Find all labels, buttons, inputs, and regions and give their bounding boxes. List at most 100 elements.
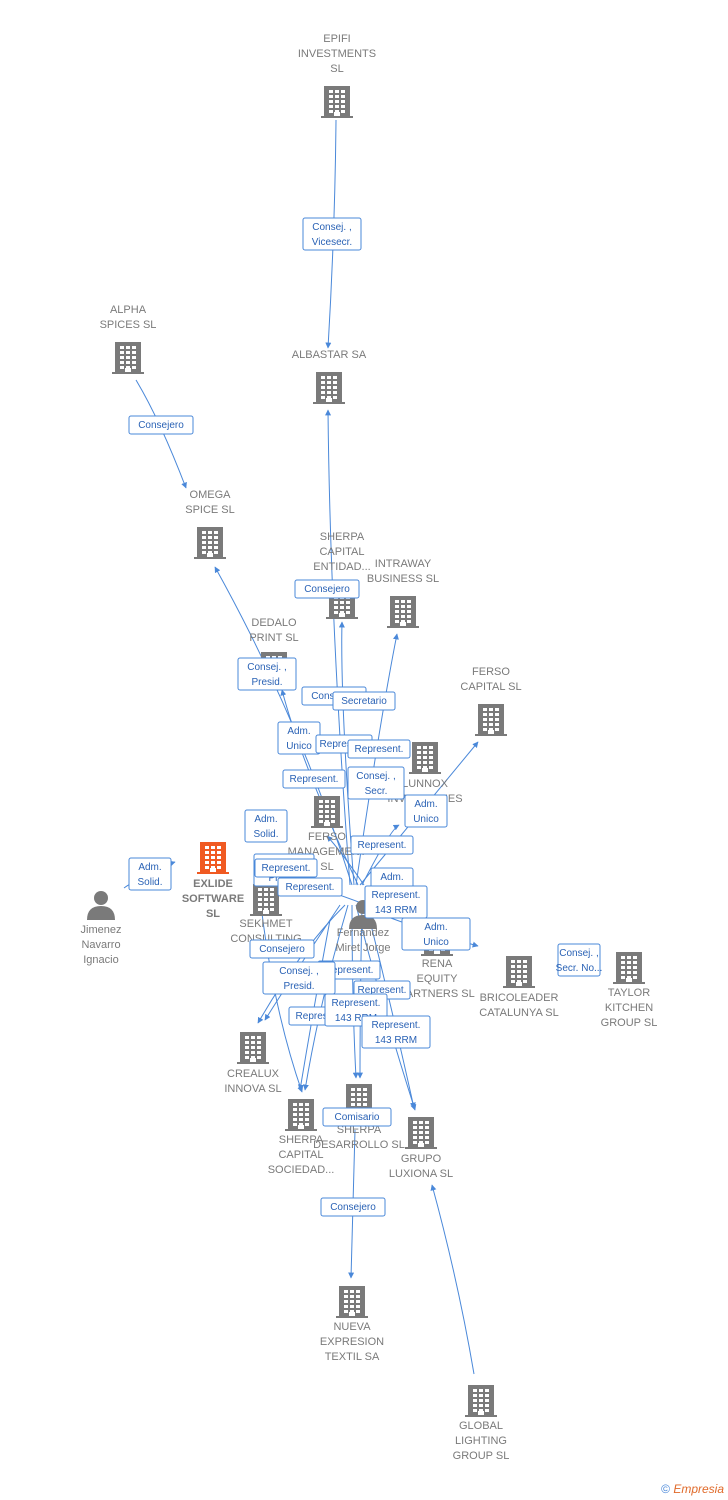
node-label: FERSO — [308, 831, 346, 843]
edge-label-text: Adm. — [138, 862, 161, 873]
node-label: PRINT SL — [249, 632, 298, 644]
edge-label-box — [282, 769, 346, 789]
edge-label-text: Secretario — [341, 696, 387, 707]
edge-label[interactable]: Consej. ,Vicesecr. — [302, 217, 362, 251]
edge-label[interactable]: Comisario — [322, 1107, 392, 1127]
edge-label[interactable]: Adm.Unico — [277, 721, 321, 755]
node-label: GRUPO — [401, 1153, 442, 1165]
edge-label-box — [404, 794, 448, 828]
building-icon — [405, 1117, 437, 1149]
edge-label-box — [332, 691, 396, 711]
edge-label-box — [237, 657, 297, 691]
edge-label-text: Represent. — [320, 739, 369, 750]
node-label: BUSINESS SL — [367, 573, 439, 585]
node-label: TAYLOR — [608, 987, 650, 999]
node-label: CAPITAL — [278, 1149, 323, 1161]
node-sherpa_soc[interactable]: SHERPACAPITALSOCIEDAD... — [268, 1099, 335, 1176]
edge-label[interactable]: Consej. ,Secr. — [347, 766, 405, 800]
relationship-edge — [326, 835, 365, 886]
edge-label[interactable]: Represent. — [347, 739, 411, 759]
edge-label-text: Represent. — [372, 890, 421, 901]
edge-label[interactable]: Consejero — [249, 939, 315, 959]
node-label: SOCIEDAD... — [268, 1164, 335, 1176]
edge-labels-layer: Consej. ,Vicesecr.ConsejeroConsejeroCons… — [128, 217, 603, 1217]
edge-label[interactable]: Represent. 143 RRM — [364, 885, 428, 919]
building-icon — [503, 956, 535, 988]
edge-label[interactable]: Represent.143 RRM — [361, 1015, 431, 1049]
edge-label-box — [128, 415, 194, 435]
edge-label[interactable]: Consej. ,Presid. — [237, 657, 297, 691]
building-icon — [336, 1286, 368, 1318]
node-label: LIGHTING — [455, 1435, 507, 1447]
node-label: DEDALO — [251, 617, 297, 629]
building-icon — [237, 1032, 269, 1064]
edge-label-text: Solid. — [253, 829, 278, 840]
node-label: LUNNOX — [402, 778, 449, 790]
node-label: Navarro — [81, 939, 120, 951]
edge-label-box — [347, 766, 405, 800]
edge-label[interactable]: Represent. — [254, 858, 318, 878]
node-label: SL — [206, 908, 220, 920]
edge-label-text: Represent. — [290, 774, 339, 785]
edge-label-box — [350, 835, 414, 855]
node-grupo[interactable]: GRUPO LUXIONA SL — [389, 1117, 453, 1180]
edge-label-box — [347, 739, 411, 759]
node-label: EQUITY — [417, 973, 459, 985]
edge-label-text: Represent. — [296, 1011, 345, 1022]
building-icon — [311, 796, 343, 828]
building-icon — [613, 952, 645, 984]
edge-label-text: 143 RRM — [375, 1035, 417, 1046]
edge-label[interactable]: Consejero — [128, 415, 194, 435]
edge-label[interactable]: Consej. ,Secr. No... — [556, 943, 603, 977]
copyright-symbol: © — [661, 1482, 670, 1496]
node-label: Miret Jorge — [335, 942, 390, 954]
edge-label[interactable]: Adm.Solid. — [244, 809, 288, 843]
edge-label[interactable]: Adm.Unico — [404, 794, 448, 828]
edge-label[interactable]: Represent. — [350, 835, 414, 855]
relationship-edge — [302, 904, 349, 1091]
edge-label[interactable]: Adm.Solid. — [128, 857, 172, 891]
node-label: LUXIONA SL — [389, 1168, 453, 1180]
edge-label[interactable]: Consej. ,Presid. — [262, 961, 336, 995]
edge-label-text: Consej. , — [279, 966, 318, 977]
edge-label-text: Represent. — [325, 965, 374, 976]
edge-label-text: Represent. — [262, 863, 311, 874]
node-label: SPICES SL — [100, 319, 157, 331]
edge-label[interactable]: Consejero — [320, 1197, 386, 1217]
node-label: ENTIDAD... — [313, 561, 370, 573]
node-label: SPICE SL — [185, 504, 235, 516]
edge-label-box — [320, 1197, 386, 1217]
node-label: INTRAWAY — [375, 558, 432, 570]
edge-label-text: Represent. — [286, 882, 335, 893]
node-sherpa_ent[interactable]: SHERPACAPITALENTIDAD... — [313, 531, 371, 619]
edge-label-text: Represent. — [332, 998, 381, 1009]
building-icon — [285, 1099, 317, 1131]
edge-label-text: 143 RRM — [375, 905, 417, 916]
node-label: GLOBAL — [459, 1420, 503, 1432]
node-albastar[interactable]: ALBASTAR SA — [292, 349, 367, 404]
node-intraway[interactable]: INTRAWAY BUSINESS SL — [367, 558, 439, 628]
edge-label-text: Vicesecr. — [312, 237, 352, 248]
edge-label-text: Consejero — [138, 420, 184, 431]
node-label: SL — [330, 63, 343, 75]
edge-label[interactable]: Adm.Unico — [401, 917, 471, 951]
brand-logo-text[interactable]: Empresia — [673, 1482, 724, 1496]
edge-label[interactable]: Represent. — [277, 877, 343, 897]
edge-label[interactable]: Consejero — [294, 579, 360, 599]
node-label: FERSO — [472, 666, 510, 678]
edge-label[interactable]: Secretario — [332, 691, 396, 711]
edge-label-box — [254, 858, 318, 878]
edge-label-box — [364, 885, 428, 919]
edge-label[interactable]: Represent. — [282, 769, 346, 789]
